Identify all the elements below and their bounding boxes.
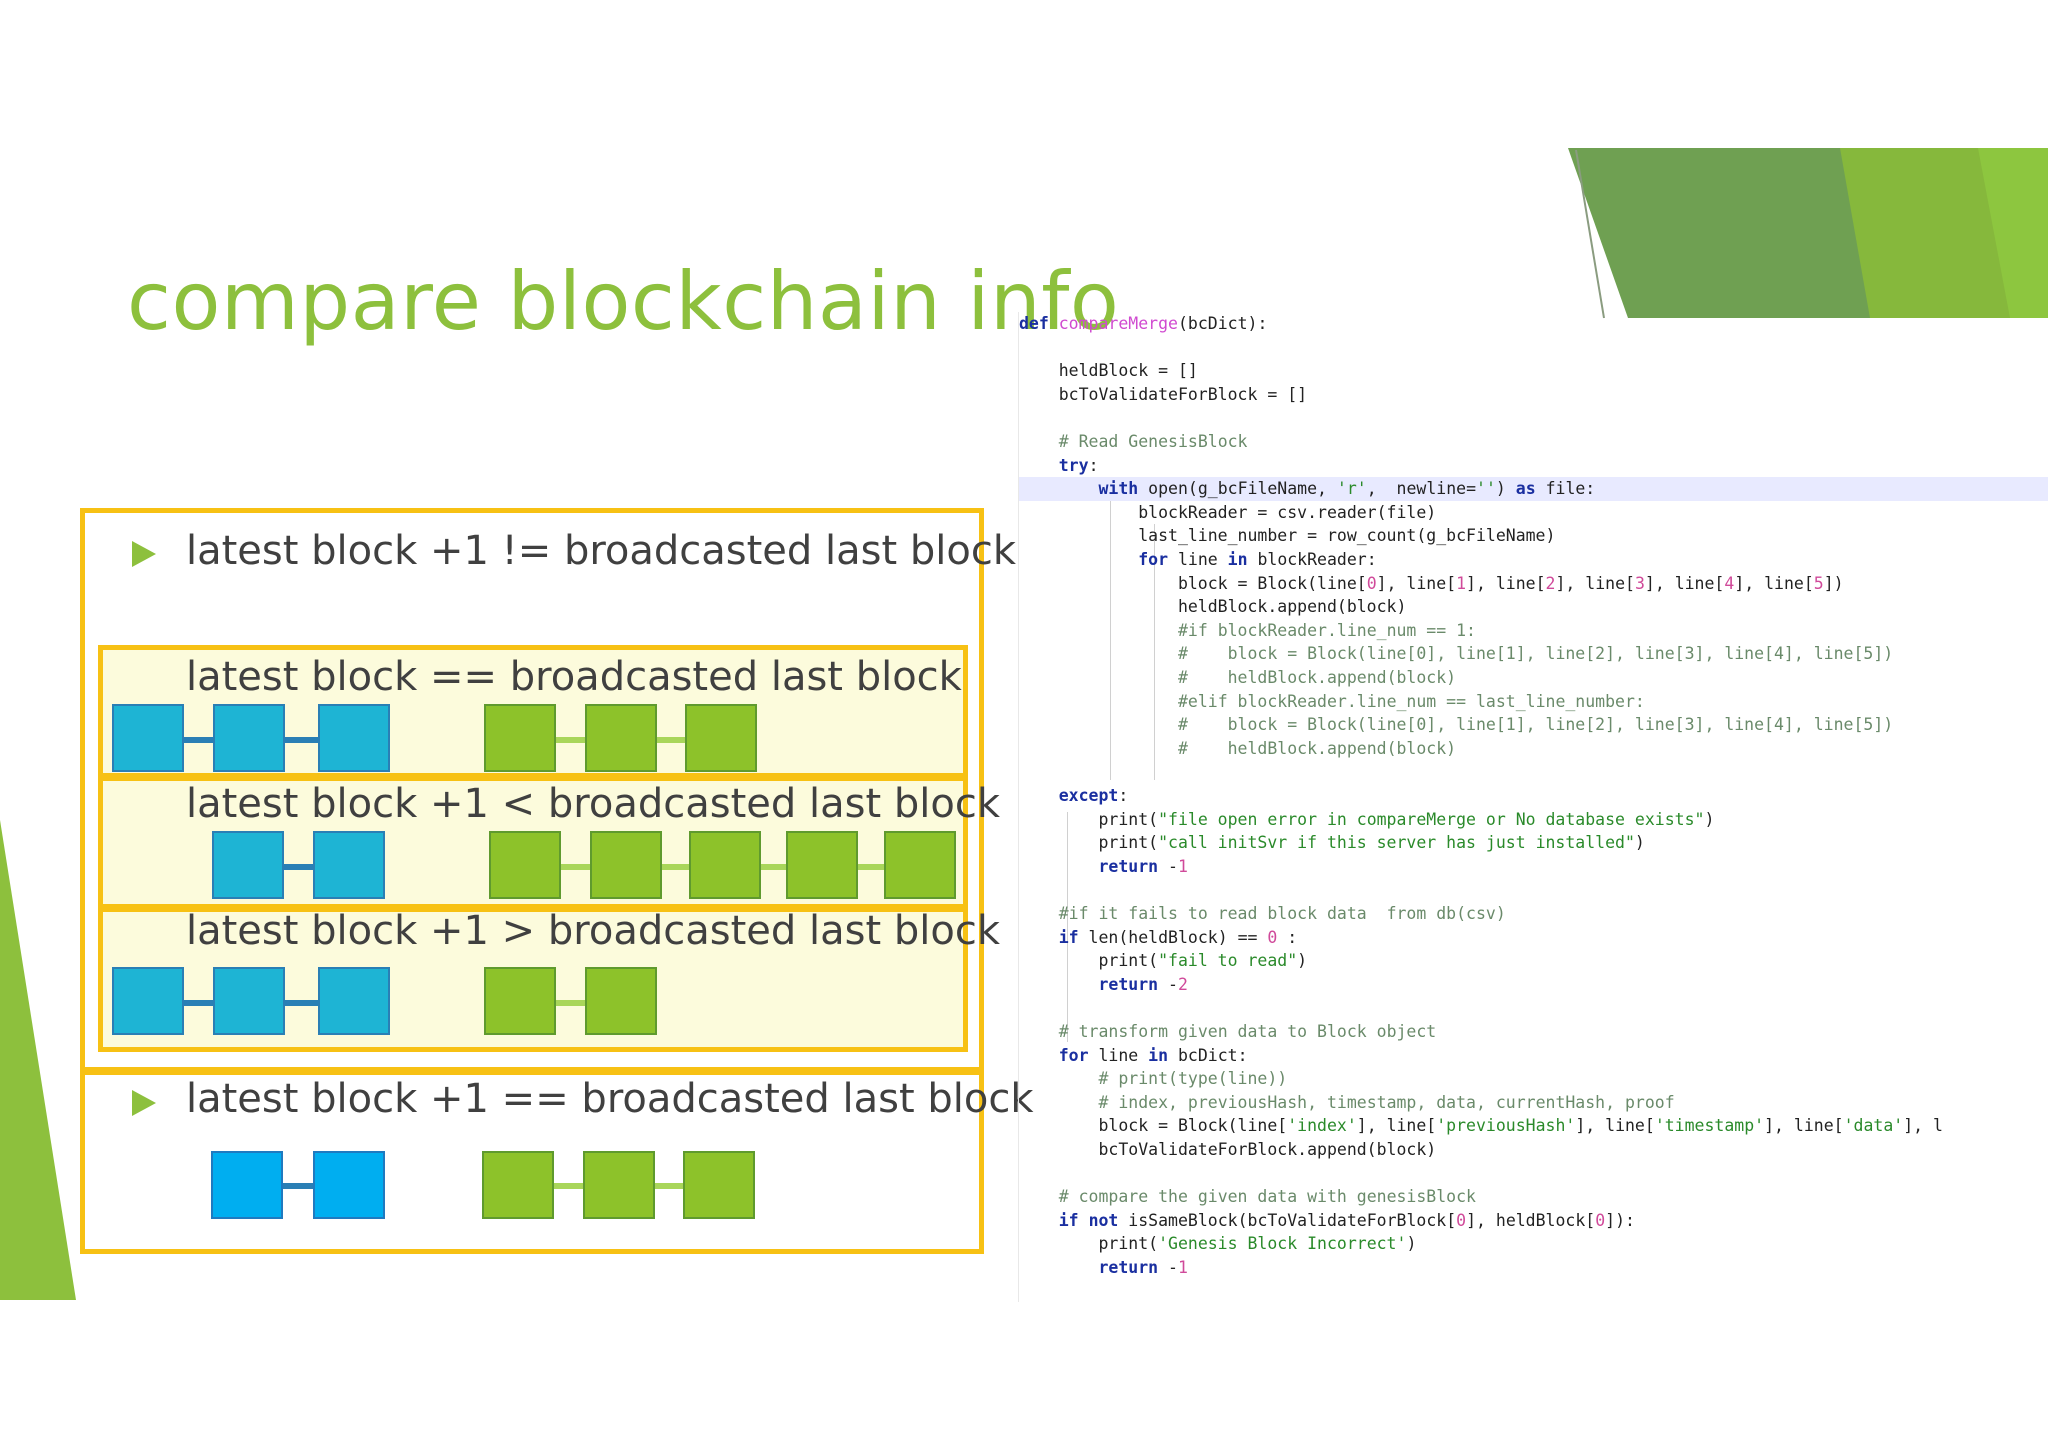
indent-guide — [1154, 524, 1155, 780]
chain-link — [280, 864, 320, 870]
slide-title: compare blockchain info — [127, 255, 1120, 348]
code-line: if not isSameBlock(bcToValidateForBlock[… — [1058, 1210, 1635, 1230]
broadcast-block — [484, 704, 556, 772]
code-line — [1019, 336, 2048, 360]
code-line — [1019, 1162, 2048, 1186]
code-line: #elif blockReader.line_num == last_line_… — [1177, 691, 1645, 711]
code-line: bcToValidateForBlock = [] — [1019, 384, 1308, 404]
code-line — [1019, 996, 2048, 1020]
code-line: with open(g_bcFileName, 'r', newline='')… — [1019, 477, 2048, 501]
broadcast-block — [590, 831, 662, 899]
broadcast-block — [585, 967, 657, 1035]
code-line: # heldBlock.append(block) — [1177, 668, 1457, 687]
code-line — [1019, 760, 2048, 784]
code-line: return -1 — [1098, 856, 1188, 876]
case-box-not-equal — [80, 508, 984, 1072]
local-block — [318, 967, 390, 1035]
local-block — [313, 831, 385, 899]
code-line: except: — [1058, 786, 1129, 805]
code-line: heldBlock = [] — [1019, 361, 1198, 381]
code-line: if len(heldBlock) == 0 : — [1058, 927, 1298, 947]
code-line: print('Genesis Block Incorrect') — [1019, 1234, 1417, 1254]
code-line: # block = Block(line[0], line[1], line[2… — [1177, 644, 1894, 664]
local-block — [112, 704, 184, 772]
indent-guide — [1110, 500, 1111, 780]
broadcast-block — [583, 1151, 655, 1219]
case-label-plus-one-equal: latest block +1 == broadcasted last bloc… — [186, 1076, 1034, 1122]
code-line: #if blockReader.line_num == 1: — [1177, 620, 1476, 640]
broadcast-block — [685, 704, 757, 772]
local-block — [112, 967, 184, 1035]
indent-guide — [1067, 812, 1068, 1042]
local-block — [211, 1151, 283, 1219]
chain-link — [280, 1183, 320, 1189]
code-line: print("fail to read") — [1019, 951, 1308, 971]
code-line: # print(type(line)) — [1098, 1069, 1288, 1089]
top-right-shape-light — [1978, 148, 2048, 318]
case-label-not-equal: latest block +1 != broadcasted last bloc… — [186, 528, 1017, 574]
code-line: block = Block(line[0], line[1], line[2],… — [1019, 573, 1844, 593]
broadcast-block — [484, 967, 556, 1035]
code-line: def compareMerge(bcDict): — [1019, 314, 1268, 333]
code-line: # index, previousHash, timestamp, data, … — [1098, 1092, 1675, 1112]
case-label-equal: latest block == broadcasted last block — [186, 654, 962, 700]
case-box-plus-one-equal — [80, 1070, 984, 1254]
code-line: blockReader = csv.reader(file) — [1019, 502, 1437, 522]
broadcast-block — [489, 831, 561, 899]
code-line: # block = Block(line[0], line[1], line[2… — [1177, 715, 1894, 735]
code-line: # compare the given data with genesisBlo… — [1058, 1187, 1476, 1207]
local-block — [213, 704, 285, 772]
code-line: for line in bcDict: — [1058, 1045, 1248, 1065]
code-snippet: def compareMerge(bcDict): heldBlock = []… — [1018, 312, 2048, 1302]
code-line: block = Block(line['index'], line['previ… — [1019, 1116, 1943, 1136]
case-label-greater-than: latest block +1 > broadcasted last block — [186, 908, 1000, 954]
code-line: heldBlock.append(block) — [1019, 597, 1407, 617]
bullet-icon — [132, 1090, 156, 1116]
local-block — [313, 1151, 385, 1219]
code-line — [1019, 878, 2048, 902]
broadcast-block — [689, 831, 761, 899]
code-line: return -2 — [1098, 974, 1188, 994]
code-line: print("file open error in compareMerge o… — [1019, 809, 1715, 829]
broadcast-block — [884, 831, 956, 899]
bullet-icon — [132, 541, 156, 567]
code-line: for line in blockReader: — [1138, 550, 1377, 569]
code-line: return -1 — [1098, 1258, 1188, 1277]
code-line: print("call initSvr if this server has j… — [1019, 833, 1645, 853]
local-block — [318, 704, 390, 772]
broadcast-block — [683, 1151, 755, 1219]
case-label-less-than: latest block +1 < broadcasted last block — [186, 781, 1000, 827]
broadcast-block — [786, 831, 858, 899]
local-block — [212, 831, 284, 899]
broadcast-block — [482, 1151, 554, 1219]
code-line: last_line_number = row_count(g_bcFileNam… — [1019, 526, 1556, 546]
left-edge-shape — [0, 820, 76, 1300]
code-line: try: — [1058, 455, 1099, 475]
code-line: bcToValidateForBlock.append(block) — [1019, 1140, 1437, 1159]
local-block — [213, 967, 285, 1035]
top-right-thin-line — [1575, 149, 1605, 319]
code-line: #if it fails to read block data from db(… — [1058, 904, 1506, 923]
code-line: # transform given data to Block object — [1058, 1022, 1437, 1041]
broadcast-block — [585, 704, 657, 772]
code-line: # heldBlock.append(block) — [1177, 738, 1457, 758]
code-line: # Read GenesisBlock — [1058, 432, 1248, 451]
chain-link — [555, 1000, 595, 1006]
code-line — [1019, 406, 2048, 430]
